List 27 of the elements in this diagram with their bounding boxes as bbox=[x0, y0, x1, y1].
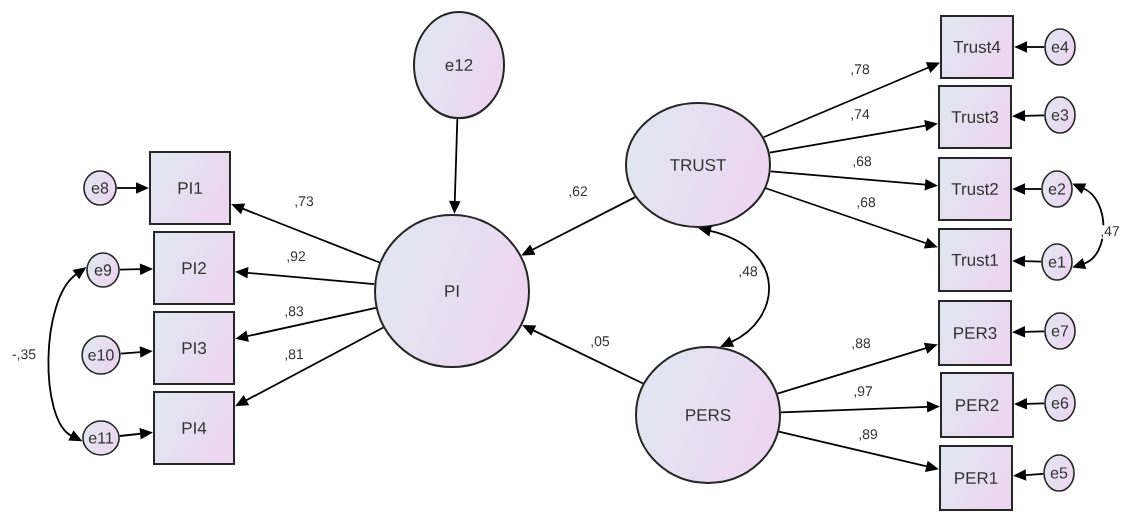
edge-label: ,68 bbox=[855, 196, 877, 210]
edge-label: ,48 bbox=[737, 265, 759, 279]
edge-label: ,05 bbox=[589, 335, 611, 349]
edge-label: ,47 bbox=[1099, 225, 1121, 239]
edge-label: ,83 bbox=[283, 305, 305, 319]
observed-variable-box: Trust2 bbox=[938, 157, 1012, 221]
edge-label: ,74 bbox=[849, 108, 871, 122]
observed-variable-box: PI1 bbox=[149, 151, 231, 225]
edge-label: ,89 bbox=[857, 428, 879, 442]
observed-variable-box: PER2 bbox=[940, 372, 1014, 438]
observed-variable-box: PER1 bbox=[939, 445, 1013, 511]
edge-label: ,97 bbox=[852, 385, 874, 399]
observed-variable-box: Trust1 bbox=[938, 228, 1012, 292]
observed-variable-box: Trust3 bbox=[938, 85, 1012, 149]
edge-label: ,78 bbox=[849, 63, 871, 77]
edge-label: -,35 bbox=[10, 348, 38, 362]
observed-variable-box: PI2 bbox=[153, 231, 235, 305]
edge-label: ,81 bbox=[283, 348, 305, 362]
observed-variable-box: PI3 bbox=[153, 311, 235, 385]
observed-variable-box: Trust4 bbox=[940, 15, 1014, 79]
edge-label: ,73 bbox=[293, 195, 315, 209]
observed-variable-box: PI4 bbox=[153, 391, 235, 465]
edge-label: ,92 bbox=[285, 250, 307, 264]
edge-label: ,62 bbox=[567, 185, 589, 199]
edge-label: ,68 bbox=[851, 155, 873, 169]
edge-label: ,88 bbox=[850, 337, 872, 351]
observed-variable-box: PER3 bbox=[938, 300, 1012, 366]
